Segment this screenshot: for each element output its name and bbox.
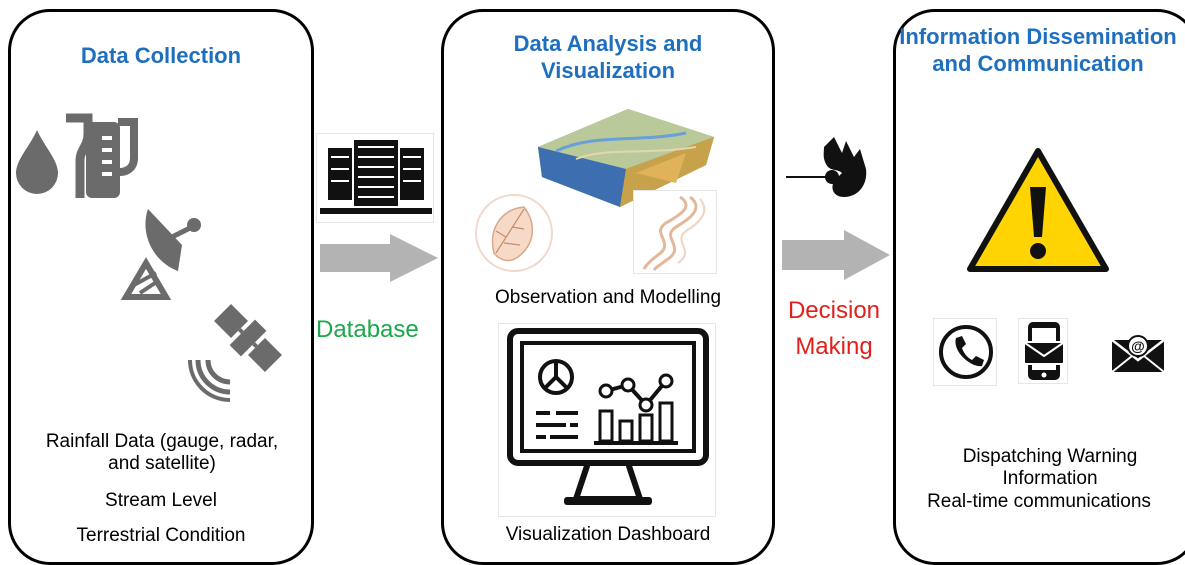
observation-modelling-caption: Observation and Modelling (494, 287, 722, 308)
warning-icon (967, 148, 1109, 272)
dashboard-frame (498, 323, 716, 517)
right-arrow-2 (782, 230, 890, 280)
radar-dish-icon (120, 209, 201, 300)
realtime-communications-text: Real-time communications (927, 491, 1151, 512)
visualization-dashboard-caption: Visualization Dashboard (505, 524, 711, 545)
satellite-icon (188, 304, 282, 402)
rain-gauge-icon (66, 113, 138, 198)
leaf-watershed-icon (475, 194, 553, 272)
email-icon: @ (1111, 335, 1165, 373)
phone-icon (939, 325, 993, 379)
svg-text:@: @ (1131, 338, 1145, 354)
water-drop-icon (16, 130, 58, 194)
database-label: Database (316, 316, 419, 343)
right-arrow-1 (320, 234, 438, 282)
dispatching-warning-text: Dispatching Warning Information (962, 446, 1138, 489)
dashboard-monitor-icon (507, 328, 709, 505)
river-icon (642, 195, 706, 271)
ok-hand-icon (786, 137, 867, 197)
terrain-model-icon (538, 109, 714, 207)
dissemination-title: Information Dissemination and Communicat… (899, 24, 1177, 76)
mobile-message-icon (1023, 322, 1065, 380)
stream-level-text: Stream Level (105, 490, 217, 511)
phone-frame (933, 318, 997, 386)
dissemination-panel (893, 9, 1185, 565)
terrestrial-condition-text: Terrestrial Condition (76, 525, 246, 546)
decision-making-label: Decision Making (787, 297, 881, 360)
server-database-icon (320, 140, 432, 214)
data-analysis-title: Data Analysis and Visualization (513, 31, 703, 83)
data-collection-title: Data Collection (80, 43, 242, 68)
rainfall-data-text: Rainfall Data (gauge, radar, and satelli… (45, 431, 279, 474)
